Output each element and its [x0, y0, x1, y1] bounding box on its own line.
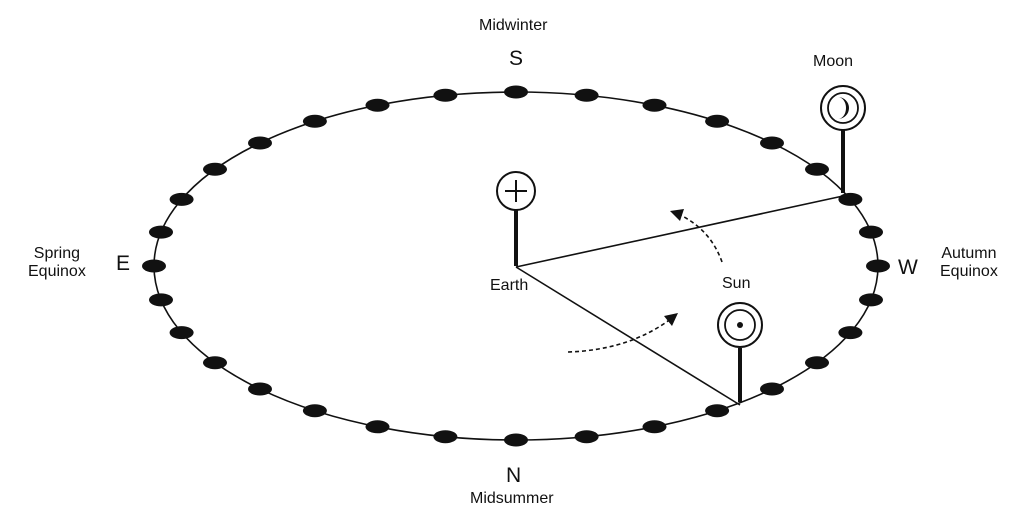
stone: [303, 115, 327, 128]
north-label: N: [506, 465, 521, 487]
rotation-arrow-upper: [670, 209, 722, 262]
spring-equinox-line2: Equinox: [28, 263, 86, 281]
stone: [433, 89, 457, 102]
midsummer-label: Midsummer: [470, 490, 554, 508]
stone: [838, 193, 862, 206]
spring-equinox-line1: Spring: [28, 245, 86, 263]
moon-label: Moon: [813, 53, 853, 71]
stone: [504, 86, 528, 99]
stone: [705, 404, 729, 417]
stone: [643, 420, 667, 433]
stone: [859, 226, 883, 239]
sun-sight-line: [516, 267, 740, 405]
stone: [170, 193, 194, 206]
stone: [203, 163, 227, 176]
stone: [760, 383, 784, 396]
stone: [805, 356, 829, 369]
stone: [149, 293, 173, 306]
spring-equinox-label: Spring Equinox: [28, 245, 86, 281]
moon-icon: [821, 86, 865, 130]
autumn-equinox-line2: Equinox: [940, 263, 998, 281]
sun-icon: [718, 303, 762, 347]
earth-icon: [497, 172, 535, 210]
midwinter-label: Midwinter: [479, 17, 547, 35]
stone: [575, 89, 599, 102]
stone: [575, 430, 599, 443]
stone: [760, 137, 784, 150]
stone: [248, 137, 272, 150]
stone: [142, 260, 166, 273]
moon-sight-line: [516, 196, 843, 267]
autumn-equinox-line1: Autumn: [940, 245, 998, 263]
stone: [643, 99, 667, 112]
sun-label: Sun: [722, 275, 750, 293]
east-label: E: [116, 253, 130, 275]
earth-label: Earth: [490, 277, 528, 295]
stone: [433, 430, 457, 443]
stone: [504, 434, 528, 447]
stone: [705, 115, 729, 128]
stone: [859, 293, 883, 306]
stone: [203, 356, 227, 369]
stone: [149, 226, 173, 239]
stone: [838, 326, 862, 339]
stone: [303, 404, 327, 417]
west-label: W: [898, 257, 918, 279]
south-label: S: [509, 48, 523, 70]
stone: [866, 260, 890, 273]
stone: [170, 326, 194, 339]
autumn-equinox-label: Autumn Equinox: [940, 245, 998, 281]
stone: [366, 420, 390, 433]
stone: [366, 99, 390, 112]
stone: [805, 163, 829, 176]
stone: [248, 383, 272, 396]
